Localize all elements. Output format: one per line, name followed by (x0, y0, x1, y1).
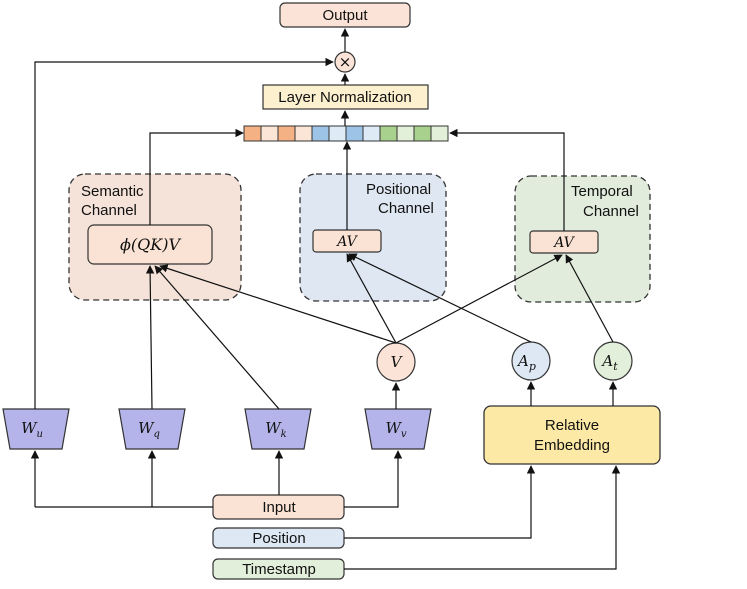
wq-trapezoid (118, 408, 186, 450)
token-cell (430, 125, 449, 142)
concatenated-token-strip (243, 125, 449, 142)
arrow-semantic-to-strip (149, 128, 244, 225)
arrow-timestamp-to-embedding (344, 465, 621, 570)
arrow-wq-to-semantic (145, 265, 155, 410)
positional-op-label: AV (335, 234, 358, 250)
arrow-v-to-temporal (395, 254, 563, 344)
v-node-label: V (391, 353, 404, 371)
arrow-position-to-embedding (344, 465, 536, 539)
arrow-wk-to-semantic (154, 265, 280, 410)
token-cell (311, 125, 330, 142)
token-cell (345, 125, 364, 142)
positional-channel-label-2: Channel (378, 200, 434, 217)
wu-trapezoid (2, 408, 70, 450)
wk-label: Wk (265, 419, 286, 440)
wk-trapezoid (244, 408, 312, 450)
arrow-ap-to-positional (348, 253, 532, 343)
arrow-temporal-to-strip (449, 128, 565, 231)
wv-label: Wv (385, 419, 406, 440)
output-box (279, 2, 411, 28)
position-label: Position (252, 530, 305, 547)
relative-embedding-box (483, 405, 661, 465)
wq-label: Wq (138, 419, 160, 440)
ap-node-label: Ap (516, 352, 536, 373)
token-cell (243, 125, 262, 142)
token-cell (396, 125, 415, 142)
token-cell (260, 125, 279, 142)
arrow-wu-to-multiply (34, 57, 334, 409)
timestamp-label: Timestamp (242, 561, 316, 578)
connectors (30, 28, 621, 570)
token-cell (294, 125, 313, 142)
temporal-op-label: AV (552, 235, 575, 251)
output-label: Output (322, 7, 368, 24)
temporal-channel-label-1: Temporal (571, 183, 633, 200)
token-cell (379, 125, 398, 142)
arrow-v-to-semantic (159, 264, 397, 344)
layer-normalization-label: Layer Normalization (278, 89, 411, 106)
semantic-channel-label-1: Semantic (81, 183, 144, 200)
layer-normalization-box (262, 84, 429, 110)
token-cell (413, 125, 432, 142)
token-cell (277, 125, 296, 142)
temporal-channel-label-2: Channel (583, 203, 639, 220)
relative-embedding-label-1: Relative (545, 417, 599, 434)
semantic-channel-label-2: Channel (81, 202, 137, 219)
input-label: Input (262, 499, 296, 516)
at-node-label: At (600, 352, 618, 373)
arrow-input-to-wv (344, 450, 403, 508)
positional-channel-label-1: Positional (366, 181, 431, 198)
semantic-op-label: ϕ(QK)V (120, 235, 181, 254)
wu-label: Wu (21, 419, 43, 440)
token-cell (328, 125, 347, 142)
wv-trapezoid (364, 408, 432, 450)
token-cell (362, 125, 381, 142)
relative-embedding-label-2: Embedding (534, 437, 610, 454)
arrow-v-to-positional (346, 253, 397, 344)
arrow-at-to-temporal (565, 254, 614, 343)
multiply-symbol: × (339, 53, 352, 71)
